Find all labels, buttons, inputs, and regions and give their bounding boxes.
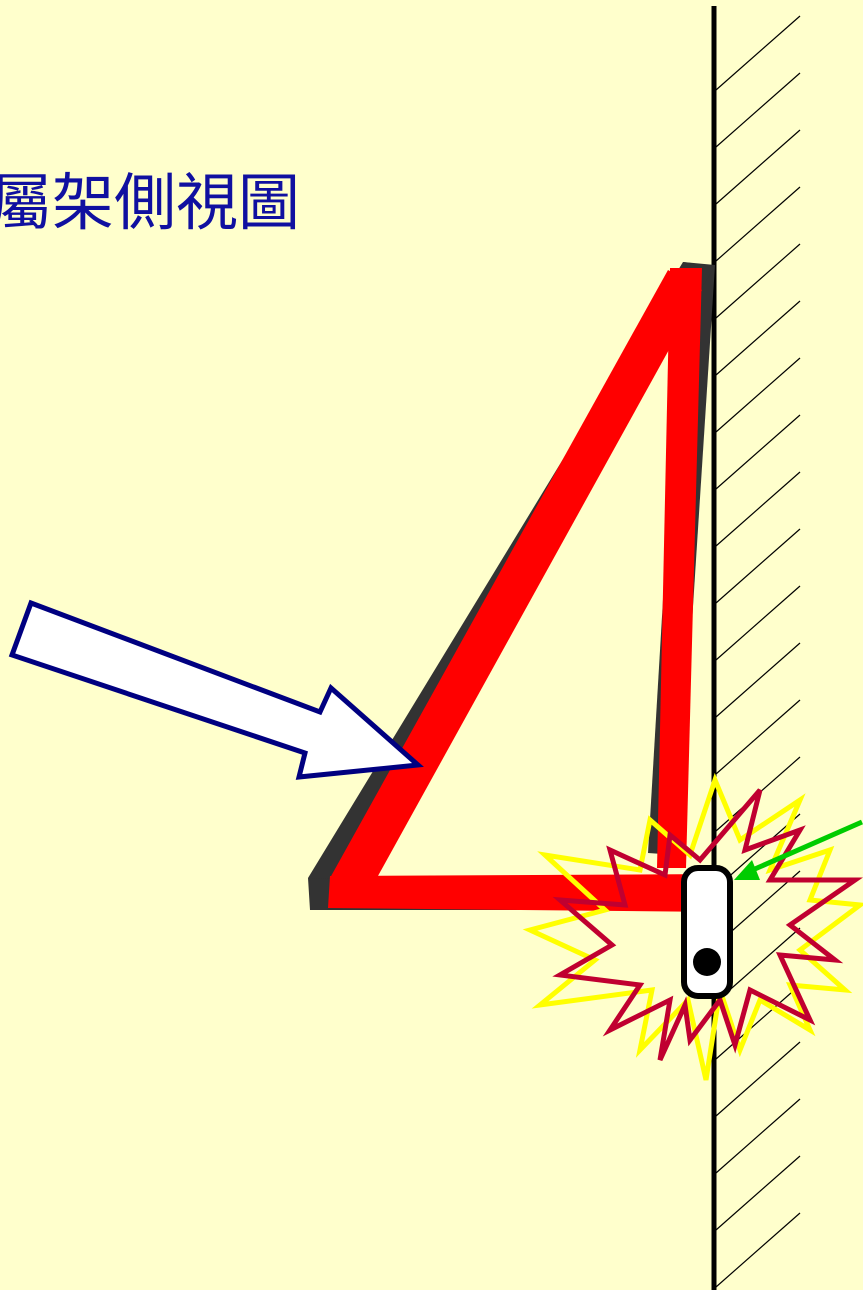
anchor-bolt <box>681 865 733 999</box>
slide-title: 屬架側視圖 <box>0 166 301 239</box>
bracket <box>328 268 722 912</box>
green-arrow <box>734 819 863 880</box>
wall-hatching <box>715 15 801 1288</box>
pointer-arrow <box>8 599 424 780</box>
impact-burst-inner <box>552 788 863 1062</box>
